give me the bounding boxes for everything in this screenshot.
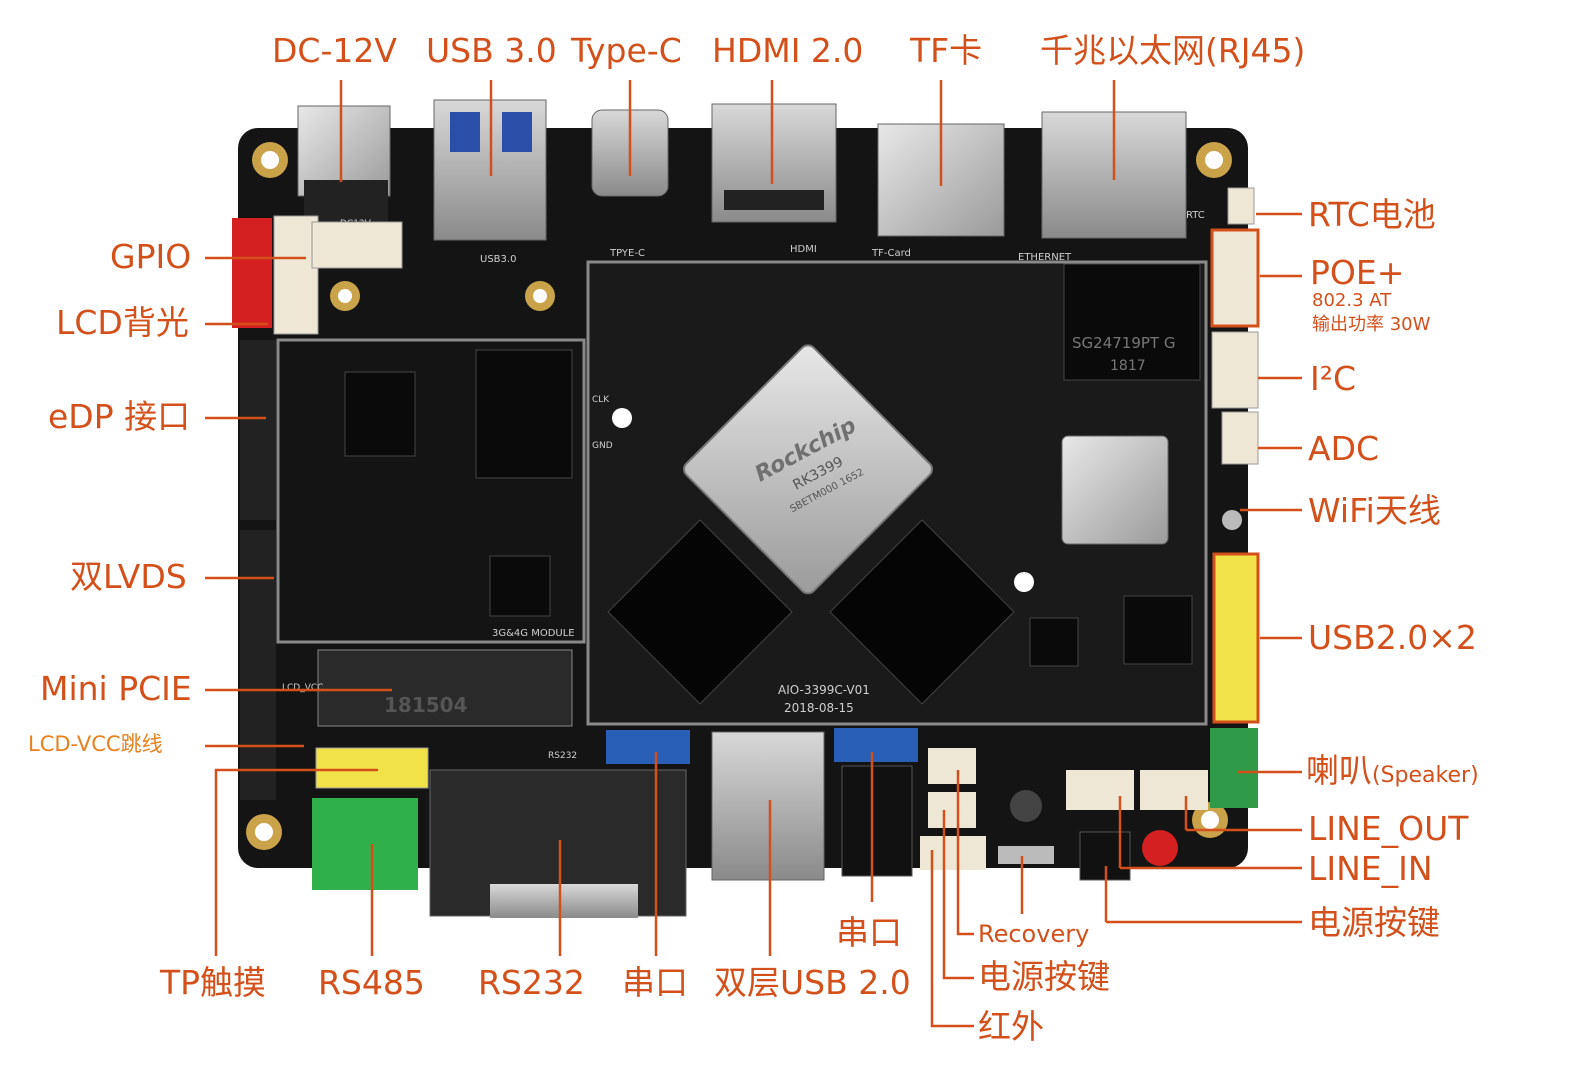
label-poe: POE+ xyxy=(1310,253,1405,292)
label-adc: ADC xyxy=(1308,429,1380,468)
label-line-out: LINE_OUT xyxy=(1308,809,1469,848)
label-line-in: LINE_IN xyxy=(1308,849,1433,888)
label-lcd-backlight: LCD背光 xyxy=(56,303,189,342)
mounting-holes xyxy=(246,142,1232,850)
label-rtc: RTC电池 xyxy=(1308,195,1436,234)
silk-ethernet: ETHERNET xyxy=(1018,252,1072,263)
serial-connector-a-shape xyxy=(606,730,690,764)
dual-usb-shape xyxy=(711,731,825,881)
soc-chip-shape xyxy=(683,344,933,595)
speaker-connector-shape xyxy=(1210,728,1258,808)
label-wifi: WiFi天线 xyxy=(1308,491,1441,530)
poe-chip-label: SG24719PT G xyxy=(1072,334,1175,352)
label-speaker-cn: 喇叭 xyxy=(1306,751,1372,790)
wifi-antenna-connector xyxy=(1222,510,1242,530)
label-dual-usb20: 双层USB 2.0 xyxy=(714,963,911,1002)
mini-pcie-slot-shape xyxy=(317,649,573,727)
gpio-header-shape xyxy=(232,218,272,328)
label-power-key-right: 电源按键 xyxy=(1308,903,1440,942)
silk-rs232: RS232 xyxy=(548,751,577,761)
label-hdmi: HDMI 2.0 xyxy=(712,31,864,70)
silk-usb3: USB3.0 xyxy=(480,254,516,265)
silk-clk: CLK xyxy=(592,395,610,405)
pcie-card-label: 181504 xyxy=(384,693,468,717)
board-name: AIO-3399C-V01 xyxy=(778,683,870,697)
label-rs485: RS485 xyxy=(318,963,425,1002)
serial-connector-b-shape xyxy=(834,728,918,762)
adc-connector-shape xyxy=(1221,411,1259,465)
module-outline xyxy=(276,338,586,644)
label-speaker-en: (Speaker) xyxy=(1372,763,1479,788)
label-dual-lvds: 双LVDS xyxy=(70,557,187,596)
i2c-connector-shape xyxy=(1211,331,1259,409)
label-lcd-vcc: LCD-VCC跳线 xyxy=(28,732,163,756)
label-rs232: RS232 xyxy=(478,963,585,1002)
label-i2c: I²C xyxy=(1310,359,1357,398)
silk-tf: TF-Card xyxy=(871,248,911,259)
label-tp-touch: TP触摸 xyxy=(160,963,267,1002)
silk-rtc: RTC xyxy=(1186,210,1205,221)
usb20-connectors-shape xyxy=(1212,552,1260,724)
label-serial-b: 串口 xyxy=(836,913,902,952)
silk-gnd: GND xyxy=(592,441,613,451)
lvds-header-shape xyxy=(240,530,276,800)
label-tf: TF卡 xyxy=(910,31,983,70)
label-mini-pcie: Mini PCIE xyxy=(40,669,192,708)
label-typec: Type-C xyxy=(571,31,682,70)
label-power-key: 电源按键 xyxy=(978,957,1110,996)
poe-highlight-box xyxy=(1210,228,1260,328)
label-infrared: 红外 xyxy=(978,1007,1044,1046)
label-usb20x2: USB2.0×2 xyxy=(1308,618,1477,657)
label-poe-note2: 输出功率 30W xyxy=(1312,314,1431,335)
silk-lcd-vcc: LCD_VCC xyxy=(282,683,323,693)
tp-connector-shape xyxy=(315,747,429,789)
poe-chip-code: 1817 xyxy=(1110,358,1146,374)
label-usb30: USB 3.0 xyxy=(426,31,557,70)
label-poe-note1: 802.3 AT xyxy=(1312,290,1392,311)
label-dc12v: DC-12V xyxy=(272,31,397,70)
module-label: 3G&4G MODULE xyxy=(492,628,575,639)
edp-header-shape xyxy=(240,340,276,520)
wifi-module-shape xyxy=(1061,435,1169,545)
label-edp: eDP 接口 xyxy=(48,397,191,436)
label-recovery: Recovery xyxy=(978,920,1090,948)
label-gpio: GPIO xyxy=(110,237,192,276)
rs485-terminal-shape xyxy=(312,798,418,890)
poe-connector-shape xyxy=(1211,229,1259,327)
label-speaker: 喇叭(Speaker) xyxy=(1306,754,1479,787)
silk-hdmi: HDMI xyxy=(790,244,817,255)
label-ethernet: 千兆以太网(RJ45) xyxy=(1040,31,1306,70)
silk-typec: TPYE-C xyxy=(609,248,645,259)
label-serial-a: 串口 xyxy=(622,963,688,1002)
board-date: 2018-08-15 xyxy=(784,701,854,715)
leader-lines xyxy=(205,80,1302,1028)
